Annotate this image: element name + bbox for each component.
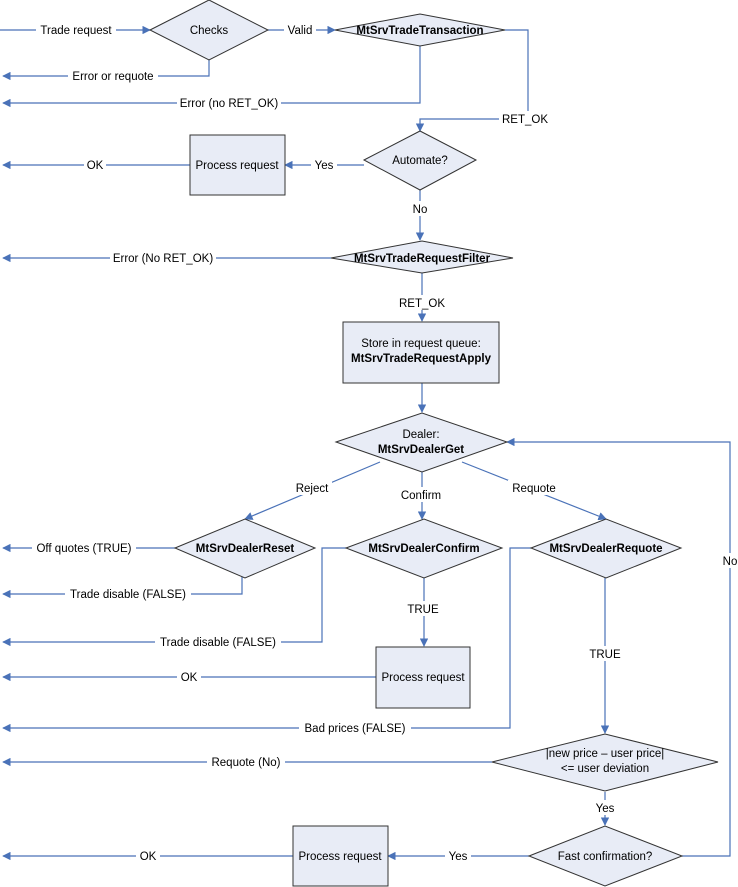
request-filter-label: MtSrvTradeRequestFilter [354,253,491,265]
ok-label-1: OK [87,160,104,172]
ret-ok-label-2: RET_OK [399,298,445,310]
checks-label: Checks [190,25,229,37]
error-no-ret-ok-label-1: Error (no RET_OK) [180,98,279,110]
valid-label: Valid [288,25,313,37]
price-check-diamond [491,733,719,792]
edge-labels: Trade request Valid Error or requote Err… [32,22,738,863]
trade-transaction-label: MtSrvTradeTransaction [356,25,483,37]
store-queue-box [342,321,500,384]
dealer-reset-diamond [173,518,317,579]
bad-prices-label: Bad prices (FALSE) [305,723,406,735]
price-check-label-1: |new price – user price| [546,748,664,760]
error-or-requote-label: Error or requote [72,71,153,83]
dealer-requote-label: MtSrvDealerRequote [549,543,662,555]
requote-label: Requote [512,483,555,495]
process-request-box-2 [375,646,471,709]
trade-disable-label-2: Trade disable (FALSE) [160,637,276,649]
dealer-label-2: MtSrvDealerGet [378,444,464,456]
dealer-requote-diamond [529,518,683,579]
confirm-label: Confirm [401,490,441,502]
requote-no-label: Requote (No) [211,757,280,769]
checks-diamond [148,0,270,61]
store-queue-label-1: Store in request queue: [361,338,481,350]
dealer-reset-label: MtSrvDealerReset [196,543,295,555]
node-labels: Checks MtSrvTradeTransaction Process req… [190,25,664,863]
fast-confirmation-label: Fast confirmation? [558,851,653,863]
yes-label-3: Yes [449,851,468,863]
yes-label-2: Yes [596,803,615,815]
ok-label-3: OK [140,851,157,863]
dealer-diamond [334,412,509,473]
store-queue-label-2: MtSrvTradeRequestApply [351,353,492,365]
no-label-2: No [723,556,738,568]
true-label-1: TRUE [407,604,439,616]
flow-no-2 [506,437,731,857]
fast-confirmation-diamond [527,825,684,887]
true-label-2: TRUE [589,649,621,661]
dealer-label-1: Dealer: [402,429,439,441]
flow-bad-prices [2,547,531,733]
request-filter-diamond [330,240,514,274]
trade-disable-label-1: Trade disable (FALSE) [70,589,186,601]
process-request-box-1 [189,134,286,196]
off-quotes-label: Off quotes (TRUE) [36,543,131,555]
automate-label: Automate? [392,155,448,167]
automate-diamond [362,130,478,191]
dealer-confirm-diamond [344,518,504,579]
process-request-box-3 [292,825,389,887]
process-request-label-2: Process request [381,672,465,684]
shapes [148,0,719,887]
ok-label-2: OK [181,672,198,684]
trade-request-label: Trade request [40,25,112,37]
no-label-1: No [413,204,428,216]
trade-transaction-diamond [334,13,506,47]
flow-error-no-ret-ok-1 [2,45,421,108]
dealer-confirm-label: MtSrvDealerConfirm [368,543,479,555]
ret-ok-label-1: RET_OK [502,114,548,126]
process-request-label-1: Process request [195,160,279,172]
yes-label-1: Yes [315,160,334,172]
process-request-label-3: Process request [298,851,382,863]
error-no-ret-ok-label-2: Error (No RET_OK) [113,253,213,265]
price-check-label-2: <= user deviation [561,763,649,775]
reject-label: Reject [296,483,329,495]
